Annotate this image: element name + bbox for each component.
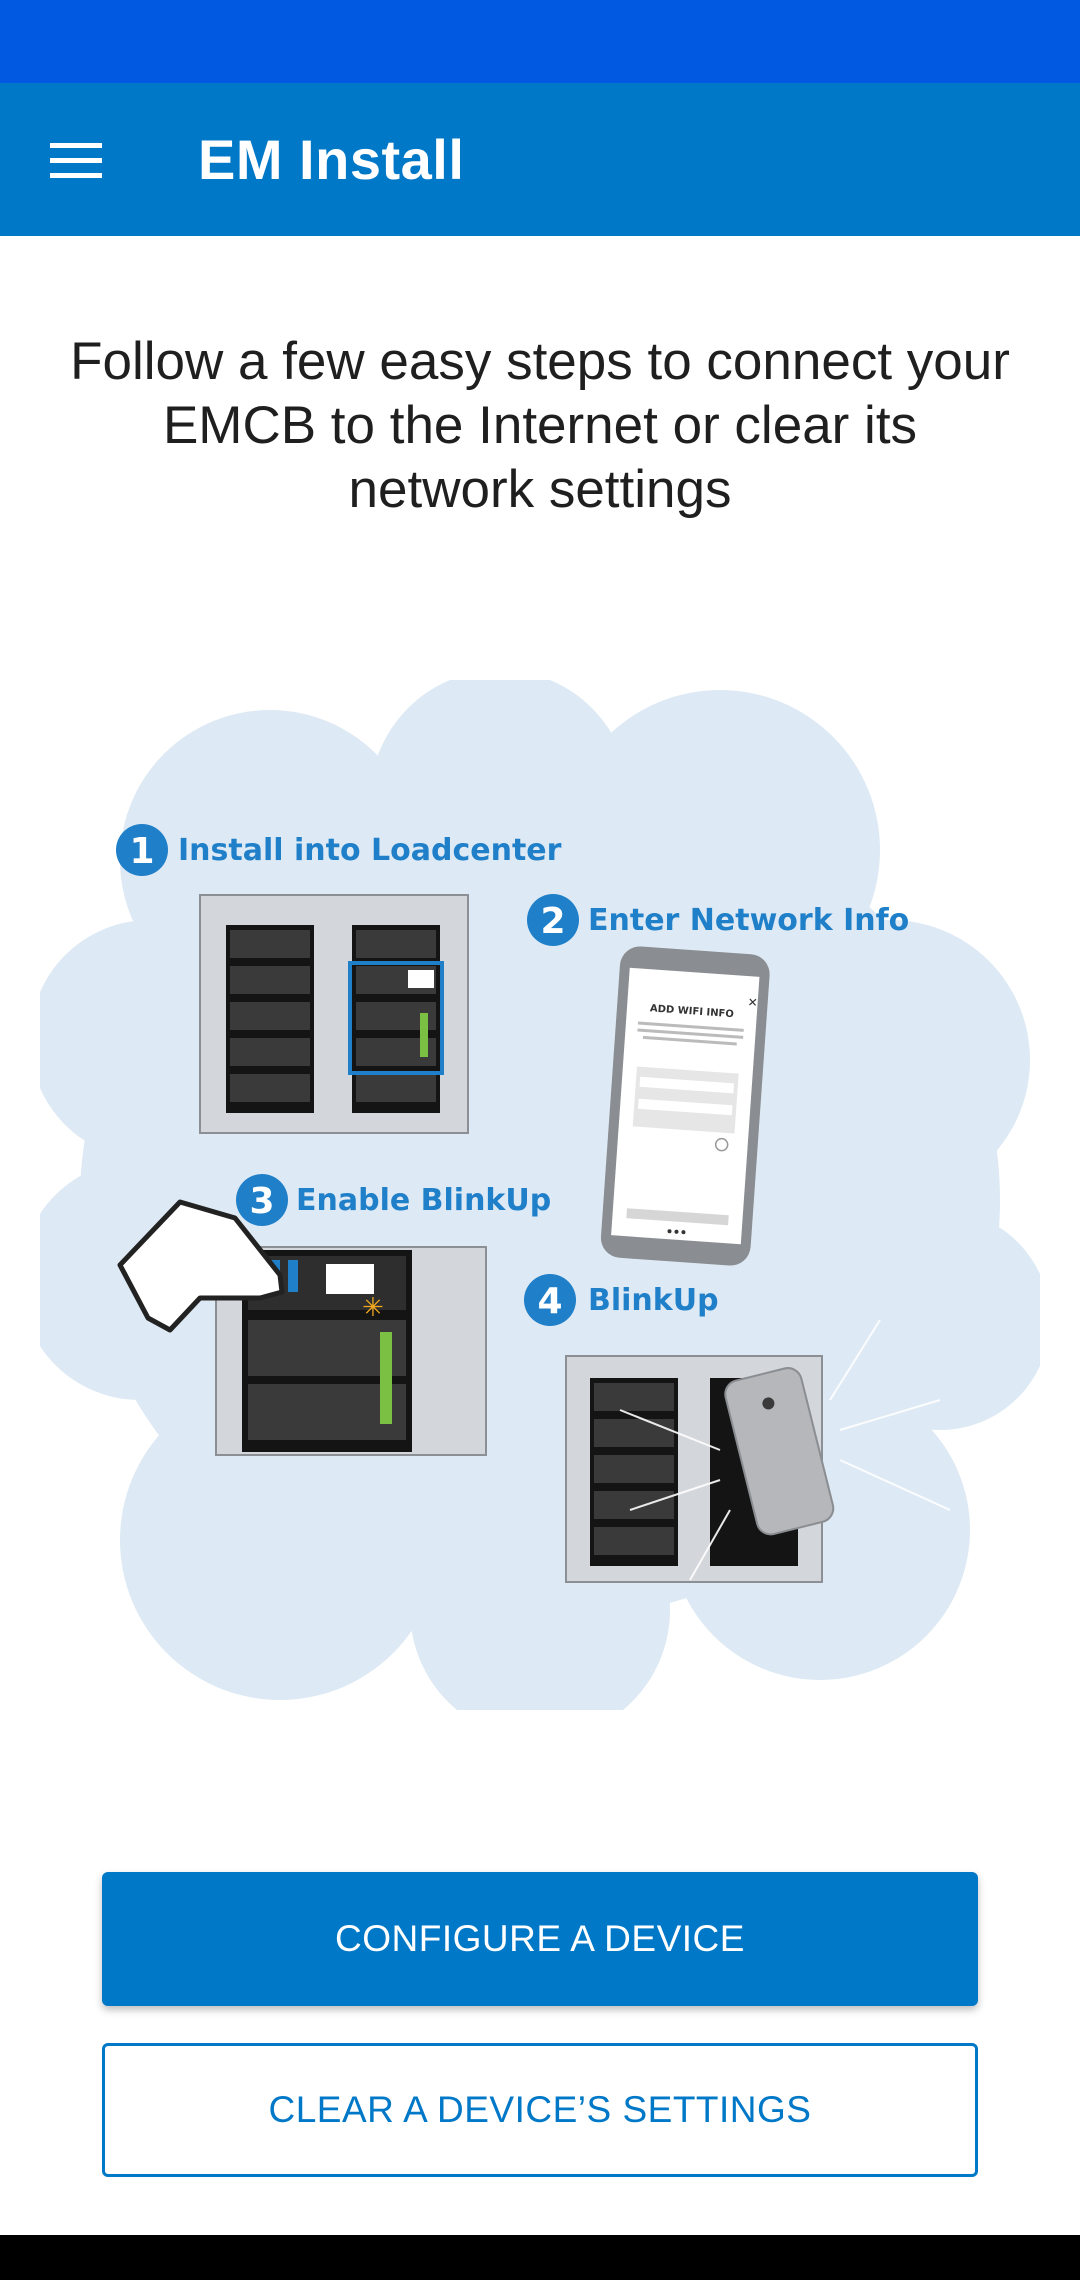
step-2-badge [527, 894, 579, 946]
step-1-label: Install into Loadcenter [178, 833, 562, 868]
loadcenter-panel-4 [565, 1319, 951, 1583]
system-nav-bar [0, 2235, 1080, 2280]
configure-device-button[interactable]: CONFIGURE A DEVICE [102, 1872, 978, 2006]
setup-steps-illustration: 1 Install into Loadcenter 2 Enter Networ… [40, 680, 1040, 1710]
step-1-badge [116, 824, 168, 876]
app-title: EM Install [198, 128, 465, 191]
step-4-number: 4 [537, 1281, 562, 1322]
page-headline: Follow a few easy steps to connect your … [70, 332, 1010, 519]
app-bar: EM Install [0, 83, 1080, 236]
loadcenter-panel-1 [199, 894, 469, 1134]
step-4-badge [524, 1274, 576, 1326]
step-1-number: 1 [129, 831, 154, 872]
step-4-label: BlinkUp [588, 1283, 719, 1318]
status-bar [0, 0, 1080, 83]
step-2-label: Enter Network Info [588, 903, 909, 938]
step-3-label: Enable BlinkUp [296, 1183, 551, 1218]
clear-device-settings-button[interactable]: CLEAR A DEVICE’S SETTINGS [102, 2043, 978, 2177]
step-2-number: 2 [540, 901, 565, 942]
hand-pointer-icon [117, 1199, 285, 1333]
phone-close-icon: ✕ [747, 995, 758, 1010]
menu-button[interactable] [30, 119, 122, 201]
svg-text:✳: ✳ [362, 1293, 384, 1323]
step-3-number: 3 [249, 1181, 274, 1222]
hamburger-menu-icon [50, 143, 102, 178]
step-3-badge [236, 1174, 288, 1226]
phone-illustration: ADD WIFI INFO ✕ [600, 946, 770, 1266]
